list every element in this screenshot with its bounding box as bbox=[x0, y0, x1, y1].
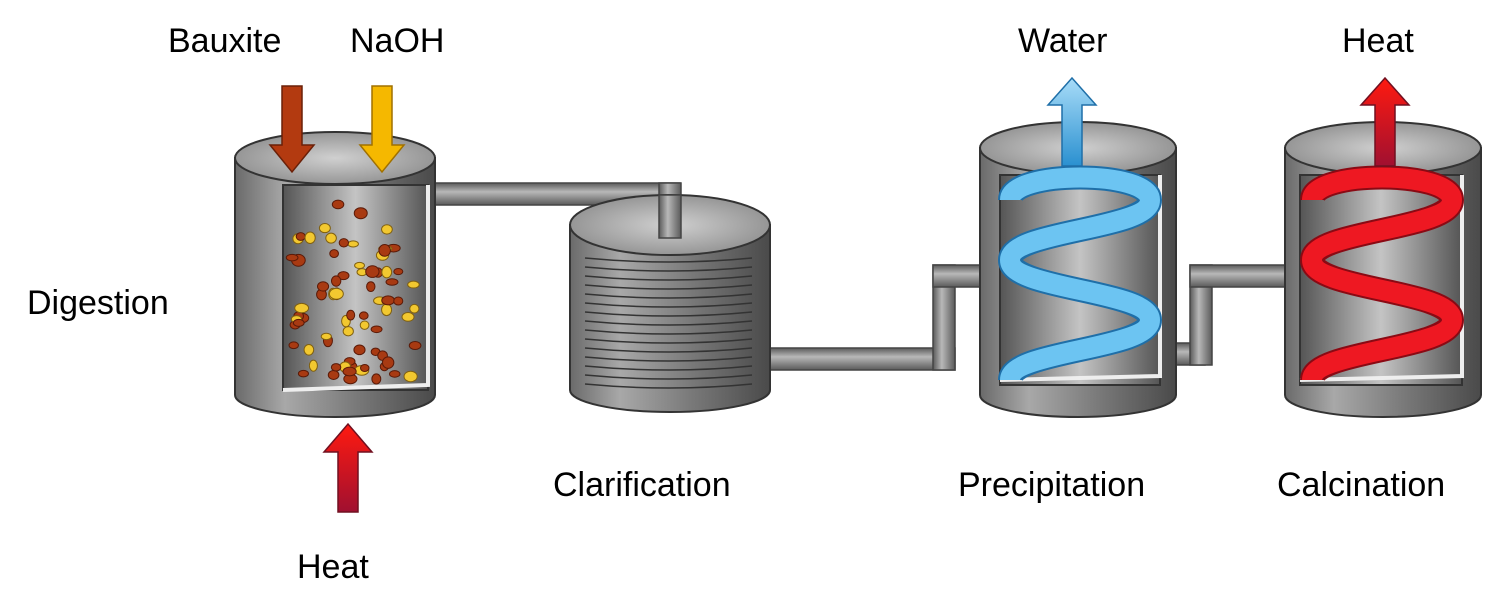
particle bbox=[342, 366, 357, 377]
pipe-precipitation-to-calcination bbox=[1169, 264, 1291, 366]
clarifier-plate bbox=[584, 365, 753, 371]
particle bbox=[318, 222, 331, 234]
clarifier-plate bbox=[584, 311, 753, 317]
clarifier-plate bbox=[584, 338, 753, 344]
clarifier-plates bbox=[584, 257, 753, 389]
particle bbox=[295, 232, 306, 241]
heat-input-arrow bbox=[322, 422, 374, 513]
clarifier-plate bbox=[584, 320, 753, 326]
particle bbox=[366, 281, 376, 292]
naoh-input-arrow bbox=[358, 85, 406, 174]
particle bbox=[338, 238, 349, 248]
particle bbox=[330, 275, 342, 287]
particle bbox=[347, 240, 359, 248]
particle bbox=[304, 231, 316, 245]
pipe-clarification-to-precipitation bbox=[759, 264, 1004, 371]
particle bbox=[354, 261, 365, 270]
clarifier-plate bbox=[584, 293, 753, 299]
particle bbox=[331, 199, 345, 210]
particle bbox=[408, 340, 422, 350]
particle bbox=[381, 356, 395, 369]
particle bbox=[365, 265, 380, 278]
particle bbox=[385, 278, 399, 286]
clarification-label: Clarification bbox=[553, 466, 731, 504]
particle bbox=[381, 265, 393, 279]
digestion-label: Digestion bbox=[27, 284, 169, 322]
digestion-tank bbox=[234, 131, 436, 418]
particle bbox=[358, 311, 369, 320]
clarifier-plate bbox=[584, 374, 753, 380]
particle bbox=[303, 344, 315, 356]
particle bbox=[316, 281, 330, 292]
clarifier-plate bbox=[584, 284, 753, 290]
particle bbox=[325, 232, 337, 244]
bauxite-input-arrow bbox=[268, 85, 316, 174]
particle bbox=[403, 370, 418, 383]
heat-output-label: Heat bbox=[1342, 22, 1414, 60]
particle bbox=[288, 341, 299, 350]
particle bbox=[285, 253, 299, 262]
particle bbox=[370, 325, 383, 334]
particle bbox=[359, 320, 370, 330]
particle bbox=[381, 295, 395, 306]
particle bbox=[401, 312, 415, 322]
particle bbox=[393, 296, 404, 306]
calcination-label: Calcination bbox=[1277, 466, 1446, 504]
bauxite-particles bbox=[285, 199, 422, 385]
particle bbox=[381, 224, 393, 235]
clarifier-plate bbox=[584, 329, 753, 335]
particle bbox=[330, 363, 342, 372]
precipitation-label: Precipitation bbox=[958, 466, 1146, 504]
naoh-label: NaOH bbox=[350, 22, 445, 60]
calcination-tank bbox=[1284, 121, 1482, 418]
heat-input-label: Heat bbox=[297, 548, 369, 586]
clarification-tank bbox=[569, 194, 771, 413]
clarifier-plate bbox=[584, 356, 753, 362]
particle bbox=[371, 373, 382, 385]
water-output-arrow bbox=[1046, 76, 1098, 167]
clarifier-plate bbox=[584, 275, 753, 281]
particle bbox=[353, 344, 366, 356]
particle bbox=[342, 326, 354, 337]
particle bbox=[407, 280, 420, 289]
particle bbox=[327, 369, 340, 380]
particle bbox=[294, 302, 310, 314]
particle bbox=[297, 369, 309, 378]
particle bbox=[328, 287, 344, 300]
particle bbox=[381, 303, 393, 317]
water-label: Water bbox=[1018, 22, 1108, 60]
particle bbox=[378, 244, 391, 257]
particle bbox=[346, 309, 356, 321]
particle bbox=[388, 370, 401, 378]
particle bbox=[329, 249, 339, 259]
particle bbox=[292, 318, 305, 327]
heat-output-arrow bbox=[1359, 76, 1411, 167]
clarifier-plate bbox=[584, 302, 753, 308]
particle bbox=[393, 267, 404, 276]
clarifier-plate bbox=[584, 347, 753, 353]
particle bbox=[320, 332, 332, 341]
clarifier-plate bbox=[584, 266, 753, 272]
particle bbox=[360, 363, 370, 372]
particle bbox=[409, 303, 420, 314]
particle bbox=[353, 207, 368, 220]
clarifier-plate bbox=[584, 383, 753, 389]
clarifier-plate bbox=[584, 257, 753, 263]
bauxite-label: Bauxite bbox=[168, 22, 282, 60]
particle bbox=[308, 359, 318, 372]
